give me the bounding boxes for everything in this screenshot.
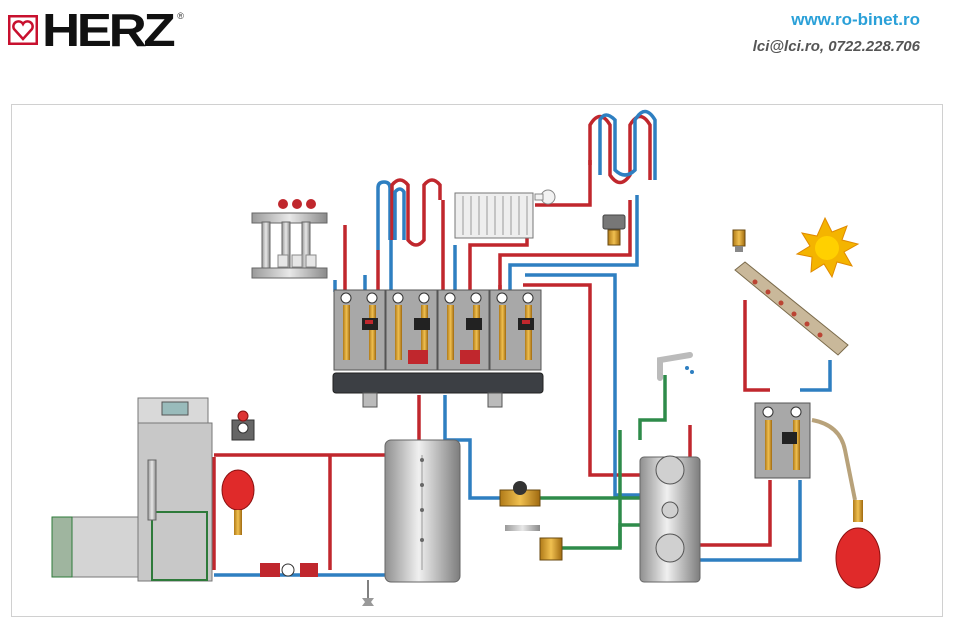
pump-group-1	[333, 289, 386, 371]
contact-info: lci@lci.ro, 0722.228.706	[752, 38, 920, 55]
underfloor-heating-loop	[376, 178, 442, 250]
mixing-valve-group	[499, 481, 563, 561]
safety-valve	[231, 410, 255, 441]
solar-collector	[734, 261, 849, 356]
drain-valve	[362, 580, 374, 606]
pump-group-3	[437, 289, 490, 371]
expansion-vessel-boiler	[221, 469, 255, 535]
tap-icon	[657, 352, 694, 381]
distribution-header	[332, 372, 544, 408]
buffer-tank	[384, 439, 461, 583]
pump-group-4	[489, 289, 542, 371]
heart-logo-icon	[8, 15, 38, 45]
brand-name: HERZ	[42, 4, 176, 56]
sun-icon	[795, 216, 860, 279]
expansion-vessel-solar	[811, 418, 881, 589]
website-link[interactable]: www.ro-binet.ro	[791, 10, 920, 29]
dhw-tank	[639, 455, 701, 583]
boiler-pump-group	[260, 563, 318, 577]
registered-mark: ®	[177, 11, 184, 21]
green-pipes	[540, 375, 667, 550]
pellet-boiler	[51, 397, 213, 582]
floor-heating-manifold	[251, 199, 328, 279]
solar-pump-station	[754, 402, 811, 479]
pump-group-stations	[333, 289, 542, 371]
herz-logo: HERZ ®	[8, 4, 184, 56]
panel-radiator	[454, 189, 556, 239]
cold-pipes	[214, 195, 832, 577]
wall-heating-loop	[588, 109, 657, 246]
air-vent-icon	[732, 229, 746, 252]
pump-group-2	[385, 289, 438, 371]
contact-block: www.ro-binet.ro lci@lci.ro, 0722.228.706	[753, 10, 920, 55]
